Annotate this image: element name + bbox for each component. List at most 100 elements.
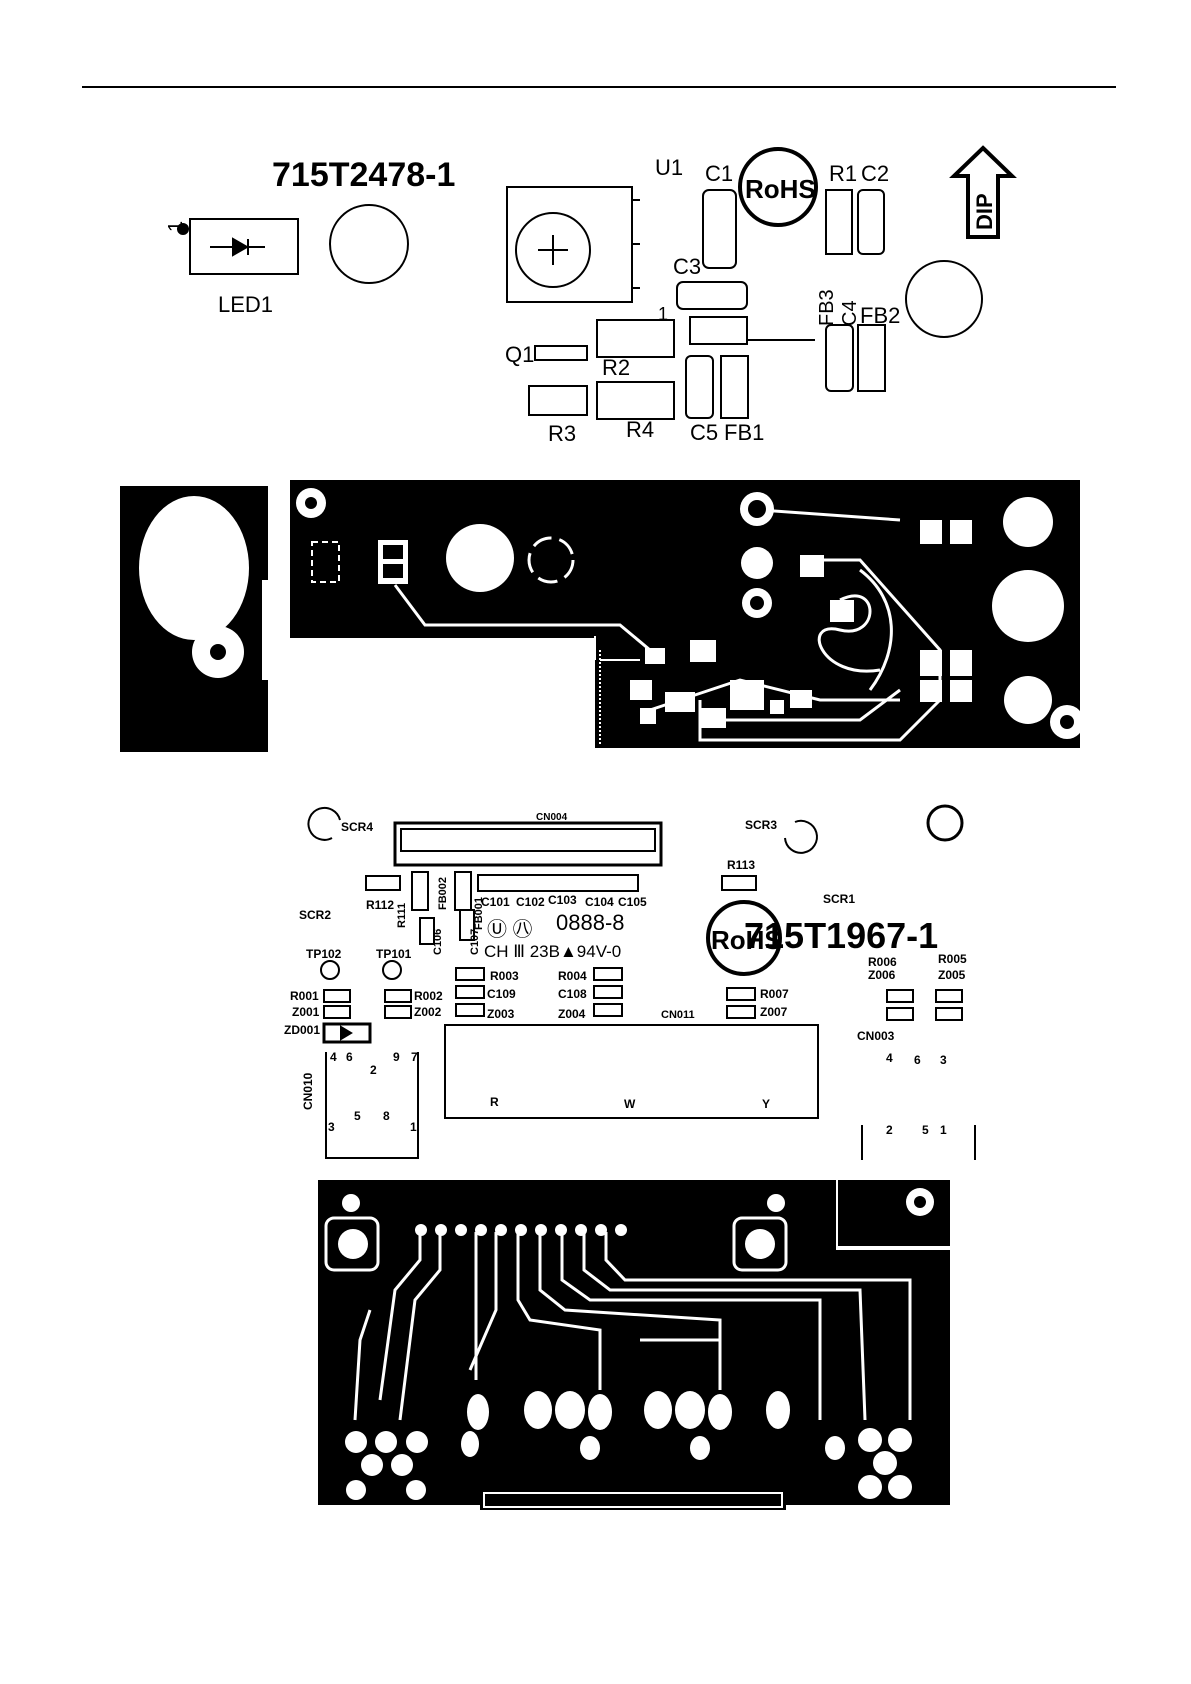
r4-footprint [596,381,675,420]
fb2-label: FB2 [860,303,900,328]
r2-footprint [596,319,675,358]
r4-label: R4 [626,417,654,442]
r113-label: R113 [727,858,755,872]
dip-arrow-icon [949,145,1017,239]
cn011-pin-w: W [624,1097,636,1111]
fb3-label: FB3 [816,289,838,326]
dip-label: DIP [972,193,997,230]
rohs-circle-1 [738,147,818,227]
c1-label: C1 [705,161,733,186]
q1-label: Q1 [505,342,534,367]
z001-footprint [323,1005,351,1019]
led1-pin1-dot [177,223,189,235]
r004-footprint [593,967,623,981]
scr2-label: SCR2 [299,908,331,922]
z002-footprint [384,1005,412,1019]
cn011-footprint [444,1024,819,1119]
board2-part-number: 715T1967-1 [744,915,938,956]
board1-text: 715T2478-1 1 LED1 U1 C1 RoHS R1 C2 DIP C… [165,155,997,446]
c101-label: C101 [481,895,510,909]
cn010-pin9: 9 [393,1050,400,1064]
ul-mark: Ⓤ ㊇ [487,918,533,941]
cn003-pin1: 1 [940,1123,947,1137]
c103-label: C103 [548,893,577,907]
tp102-label: TP102 [306,947,342,961]
r1-label: R1 [829,161,857,186]
scr1-label: SCR1 [823,892,855,906]
cn010-pin6: 6 [346,1050,353,1064]
cn010-pin1: 1 [410,1120,417,1134]
r112-footprint [365,875,401,891]
scr3-label: SCR3 [745,818,777,832]
zd001-footprint [322,1022,372,1044]
z005-label: Z005 [938,968,966,982]
c101-c105-footprints [477,874,639,892]
r002-label: R002 [414,989,443,1003]
c2-label: C2 [861,161,889,186]
rohs-label-2: RoHS [711,925,782,955]
tp101-pad [382,960,402,980]
r005-footprint [935,989,963,1003]
cn010-label: CN010 [301,1072,315,1110]
z006-label: Z006 [868,968,896,982]
board1-silkscreen [177,145,1017,420]
c1-footprint [702,189,737,269]
c3-footprint [676,281,748,310]
r006-label: R006 [868,955,897,969]
z007-footprint [726,1005,756,1019]
z006-footprint [886,1007,914,1021]
cn010-pin3: 3 [328,1120,335,1134]
cn010-pin8: 8 [383,1109,390,1123]
r001-footprint [323,989,351,1003]
date-code: 0888-8 [556,910,625,935]
cn003-pin6: 6 [914,1053,921,1067]
c4-footprint [825,324,854,392]
scr4-label: SCR4 [341,820,373,834]
board1-copper [120,480,1084,752]
c5-footprint [685,355,714,419]
c109-label: C109 [487,987,516,1001]
z002-label: Z002 [414,1005,442,1019]
cn010-pin2: 2 [370,1063,377,1077]
r3-footprint [528,385,588,416]
fb001-label: FB001 [473,897,485,930]
cn003-pin5: 5 [922,1123,929,1137]
u1-adjust-circle [515,212,591,288]
cn010-footprint [325,1052,419,1159]
c107-label: C107 [469,929,481,955]
tp102-pad [320,960,340,980]
fb1-footprint [720,355,749,419]
z001-label: Z001 [292,1005,320,1019]
c105-label: C105 [618,895,647,909]
r005-label: R005 [938,952,967,966]
cn003-pin2: 2 [886,1123,893,1137]
rohs-label-1: RoHS [745,174,816,204]
r112-label: R112 [366,898,394,912]
c106-label: C106 [432,929,444,955]
r002-footprint [384,989,412,1003]
cn010-pin7: 7 [411,1050,418,1064]
cn010-pin4: 4 [330,1050,337,1064]
c108-label: C108 [558,987,587,1001]
u1-label: U1 [655,155,683,180]
fb001-footprint [454,871,472,911]
board2-silkscreen [307,804,976,1160]
cn011-pin-y: Y [762,1097,770,1111]
z004-label: Z004 [558,1007,586,1021]
cn011-pin-r: R [490,1095,499,1109]
fb002-footprint [411,871,429,911]
cn010-pin5: 5 [354,1109,361,1123]
r007-label: R007 [760,987,789,1001]
c4-label: C4 [839,300,861,326]
board2-text: SCR4 CN004 SCR3 R113 SCR2 R112 R111 FB00… [284,812,967,1137]
zd001-diode-icon [340,1025,353,1041]
fb2-footprint [857,324,886,392]
r1-footprint [825,189,853,255]
c107-footprint [459,909,475,941]
cn011-label: CN011 [661,1009,695,1021]
z003-footprint [455,1003,485,1017]
board2-copper [318,1180,950,1510]
board1-hole-left [329,204,409,284]
z004-footprint [593,1003,623,1017]
scr4-circle [307,806,341,841]
